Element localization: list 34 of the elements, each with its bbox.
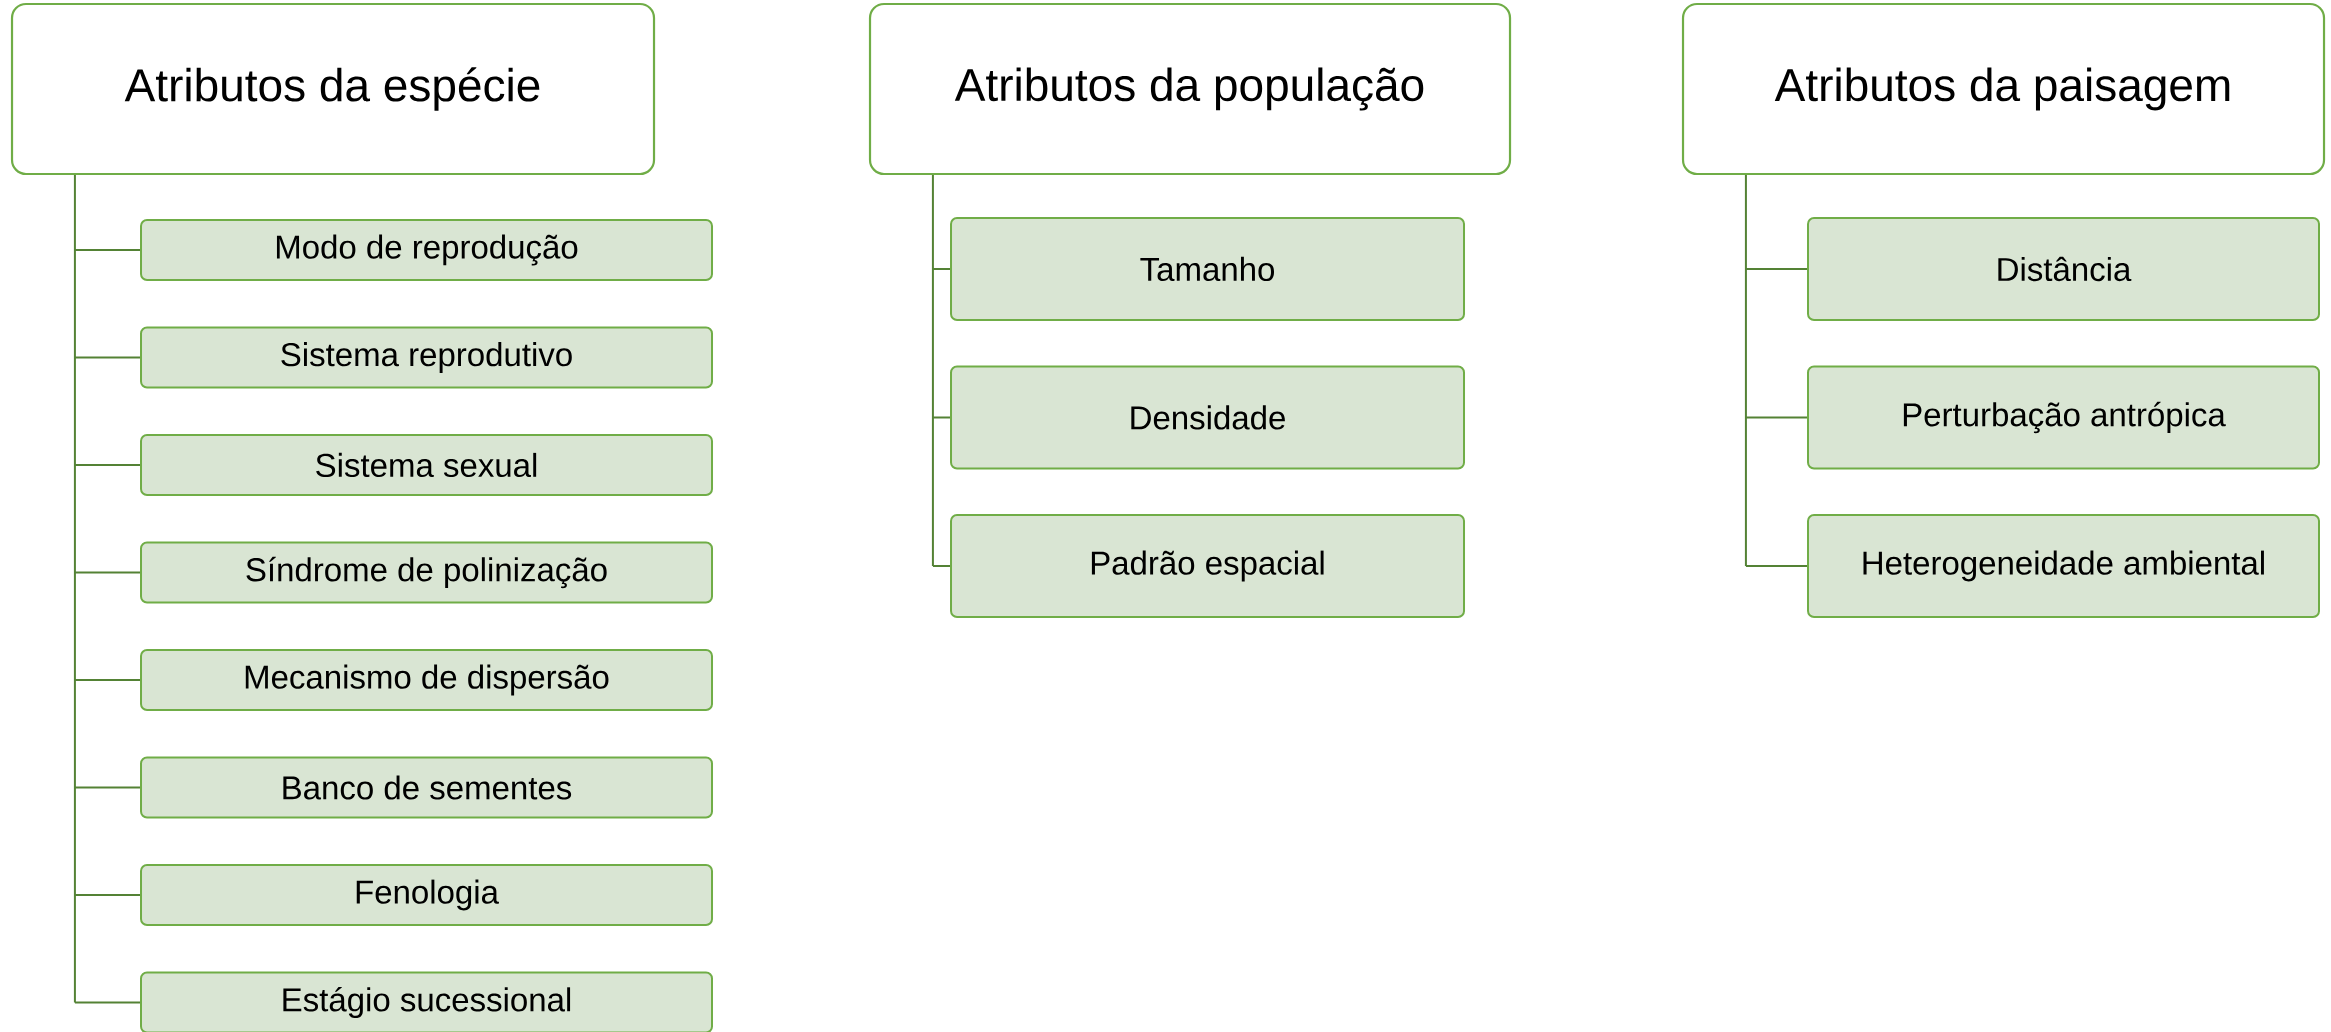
connector-branch	[73, 679, 141, 681]
connector-branch	[73, 571, 141, 574]
connector-branch	[73, 249, 141, 251]
connector-branch	[73, 1001, 141, 1004]
connector-branch	[73, 894, 141, 896]
heading-box: Atributos da população	[868, 2, 1512, 176]
attribute-box: Tamanho	[950, 217, 1465, 321]
connector-branch	[931, 268, 951, 270]
attribute-box: Estágio sucessional	[140, 971, 713, 1032]
connector-branch	[73, 786, 141, 789]
connector-branch	[931, 416, 951, 419]
attribute-box: Distância	[1807, 217, 2320, 321]
connector-branch	[1744, 416, 1808, 419]
attribute-box: Síndrome de polinização	[140, 541, 713, 604]
connector-trunk	[931, 174, 934, 567]
connector-branch	[931, 565, 951, 567]
heading-box: Atributos da espécie	[10, 2, 656, 176]
connector-trunk	[73, 174, 76, 1004]
connector-branch	[1744, 268, 1808, 270]
attribute-box: Heterogeneidade ambiental	[1807, 514, 2320, 618]
connector-branch	[73, 464, 141, 466]
attribute-box: Mecanismo de dispersão	[140, 649, 713, 711]
attribute-box: Padrão espacial	[950, 514, 1465, 618]
attribute-box: Sistema sexual	[140, 434, 713, 496]
connector-branch	[73, 356, 141, 359]
connector-trunk	[1744, 174, 1747, 567]
attribute-box: Modo de reprodução	[140, 219, 713, 281]
heading-box: Atributos da paisagem	[1681, 2, 2326, 176]
attribute-box: Banco de sementes	[140, 756, 713, 819]
connector-branch	[1744, 565, 1808, 567]
attribute-box: Sistema reprodutivo	[140, 326, 713, 389]
attribute-box: Densidade	[950, 365, 1465, 470]
attribute-box: Fenologia	[140, 864, 713, 926]
attribute-box: Perturbação antrópica	[1807, 365, 2320, 470]
